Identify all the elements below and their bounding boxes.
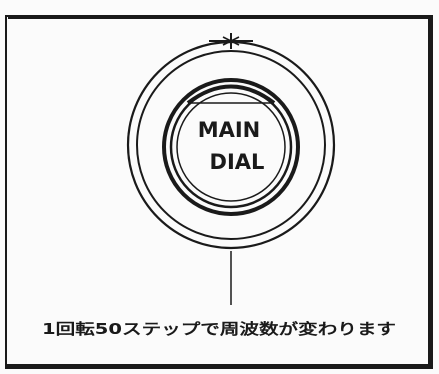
diagram-frame xyxy=(5,15,433,369)
dial-index-mark xyxy=(209,33,253,49)
knob-finger-recess xyxy=(186,84,276,105)
knob-face xyxy=(176,92,286,202)
dial-label-dial: DIAL xyxy=(210,150,265,174)
dial-second-ring xyxy=(136,50,326,240)
caption-text: 1回転50ステップで周波数が変わります xyxy=(42,320,396,338)
dial-label-main: MAIN xyxy=(198,118,261,142)
knob-outer-rim xyxy=(162,78,300,216)
